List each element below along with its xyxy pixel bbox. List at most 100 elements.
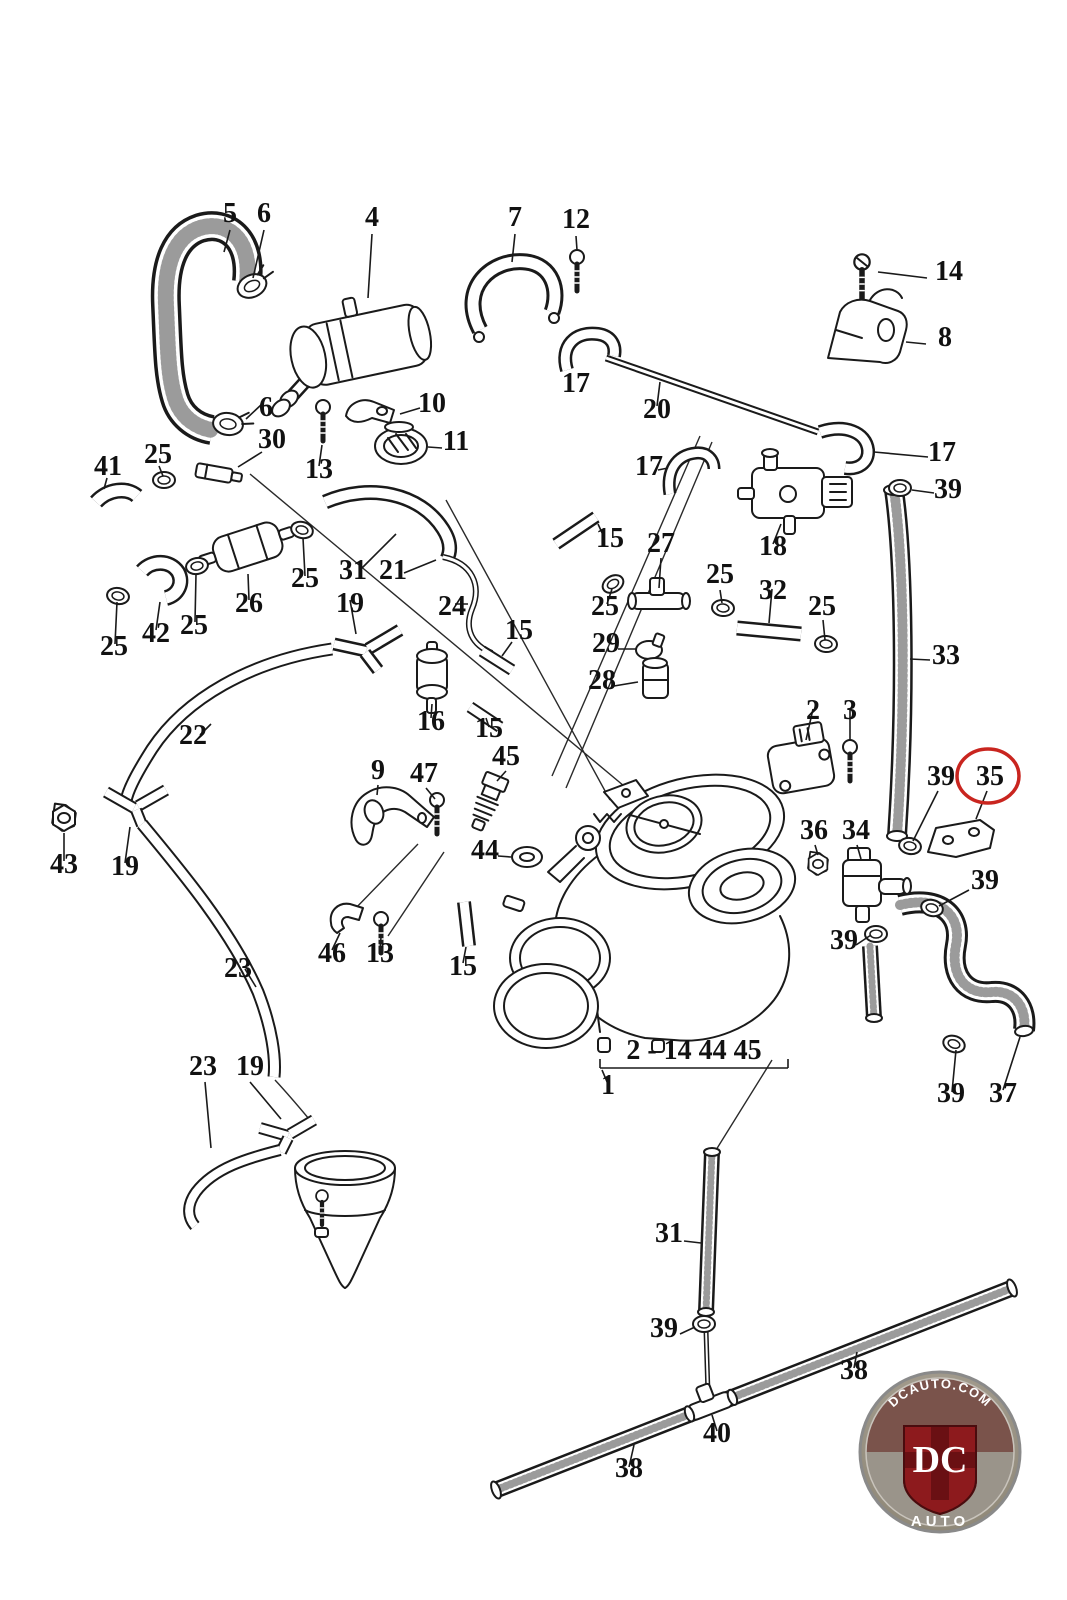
part-label-3: 3 xyxy=(843,695,857,726)
part-label-15: 15 xyxy=(505,615,533,646)
part-label-23: 23 xyxy=(224,953,252,984)
part-label-29: 29 xyxy=(592,628,620,659)
part-label-13: 13 xyxy=(366,938,394,969)
hose-15-b xyxy=(478,645,516,676)
part-label-44: 44 xyxy=(471,835,499,866)
valve-34 xyxy=(842,847,912,923)
construction-lines xyxy=(249,435,773,1151)
clamp-25-a xyxy=(152,471,176,489)
part-label-19: 19 xyxy=(336,588,364,619)
part-label-2: 2 xyxy=(806,695,820,726)
hose-below-valve-34 xyxy=(862,942,883,1023)
part-label-6: 6 xyxy=(257,198,271,229)
logo-shield-outline xyxy=(903,1425,977,1516)
part-label-36: 36 xyxy=(800,815,828,846)
fitting-30 xyxy=(194,462,243,484)
part-label-45: 45 xyxy=(492,741,520,772)
nut-36 xyxy=(806,850,830,878)
clamp-39-b xyxy=(896,835,924,857)
part-label-43: 43 xyxy=(50,849,78,880)
bracket-35 xyxy=(927,819,995,858)
part-label-35: 35 xyxy=(976,761,1004,792)
part-label-6: 6 xyxy=(259,392,273,423)
part-label-8: 8 xyxy=(938,322,952,353)
part-label-39: 39 xyxy=(937,1078,965,1109)
clamp-39-d xyxy=(864,925,888,943)
part-label-33: 33 xyxy=(932,640,960,671)
part-label-4: 4 xyxy=(365,202,379,233)
part-label-39: 39 xyxy=(927,761,955,792)
part-label-1: 1 xyxy=(601,1070,615,1101)
screw-14 xyxy=(854,254,869,299)
bolt-3 xyxy=(843,740,857,781)
pipe-21-24 xyxy=(442,554,494,656)
hose-31-lower xyxy=(697,1147,721,1317)
part-label-39: 39 xyxy=(971,865,999,896)
canister xyxy=(294,1150,396,1289)
hose-15-a xyxy=(552,511,600,550)
valve-18 xyxy=(737,448,853,535)
part-label-25: 25 xyxy=(808,591,836,622)
y-connector-19-upper xyxy=(332,624,404,674)
part-label-41: 41 xyxy=(94,451,122,482)
hose-42 xyxy=(136,554,189,606)
logo-shield-stripe-h xyxy=(904,1452,976,1468)
part-label-28: 28 xyxy=(588,665,616,696)
part-label-27: 27 xyxy=(647,528,675,559)
hoses-and-pipes xyxy=(90,211,1036,1500)
part-label-39: 39 xyxy=(934,474,962,505)
part-label-15: 15 xyxy=(449,951,477,982)
part-label-25: 25 xyxy=(706,559,734,590)
part-label-14: 14 xyxy=(935,256,963,287)
clamp-39-top xyxy=(888,479,912,497)
part-label-5: 5 xyxy=(223,198,237,229)
part-label-12: 12 xyxy=(562,204,590,235)
part-label-24: 24 xyxy=(438,591,466,622)
valve-16 xyxy=(416,641,448,714)
hose-5 xyxy=(150,211,263,445)
part-label-11: 11 xyxy=(443,426,469,457)
washer-44 xyxy=(511,846,543,868)
sleeve-28 xyxy=(642,657,669,699)
lever-10 xyxy=(345,399,395,424)
part-label-19: 19 xyxy=(111,851,139,882)
hose-17-right xyxy=(817,421,875,476)
group-dimension-bracket xyxy=(599,1059,789,1069)
leader-lines xyxy=(63,229,1021,1468)
pipe-20 xyxy=(604,354,820,436)
hose-32 xyxy=(736,620,802,642)
part-label-16: 16 xyxy=(417,706,445,737)
parts xyxy=(50,250,995,1423)
nut-43 xyxy=(50,802,78,834)
highlight-circle-35 xyxy=(955,747,1021,805)
part-label-42: 42 xyxy=(142,618,170,649)
part-label-25: 25 xyxy=(100,631,128,662)
part-label-30: 30 xyxy=(258,424,286,455)
hose-31-upper xyxy=(322,485,457,563)
bolt-13-upper xyxy=(316,400,330,441)
bracket-9 xyxy=(350,786,435,846)
clamp-25-g xyxy=(813,634,839,654)
damper-26 xyxy=(198,521,295,573)
clamp-39-f xyxy=(692,1315,716,1333)
clamp-29 xyxy=(635,632,666,660)
y-connector-19-lower xyxy=(258,1114,318,1155)
y-connector-19-left xyxy=(103,784,169,828)
clamp-39-e xyxy=(939,1031,969,1057)
part-label-38: 38 xyxy=(615,1453,643,1484)
part-label-37: 37 xyxy=(989,1078,1017,1109)
part-label-22: 22 xyxy=(179,720,207,751)
part-label-26: 26 xyxy=(235,588,263,619)
hose-37 xyxy=(895,891,1036,1038)
clamp-25-f xyxy=(710,598,736,618)
part-label-23: 23 xyxy=(189,1051,217,1082)
part-label-46: 46 xyxy=(318,938,346,969)
part-label-17: 17 xyxy=(635,451,663,482)
hose-23-lower xyxy=(183,1144,282,1230)
hose-17-left xyxy=(558,326,622,372)
fitting-45 xyxy=(471,771,510,832)
bracket-8 xyxy=(827,288,908,364)
part-label-25: 25 xyxy=(180,610,208,641)
part-label-31: 31 xyxy=(655,1218,683,1249)
